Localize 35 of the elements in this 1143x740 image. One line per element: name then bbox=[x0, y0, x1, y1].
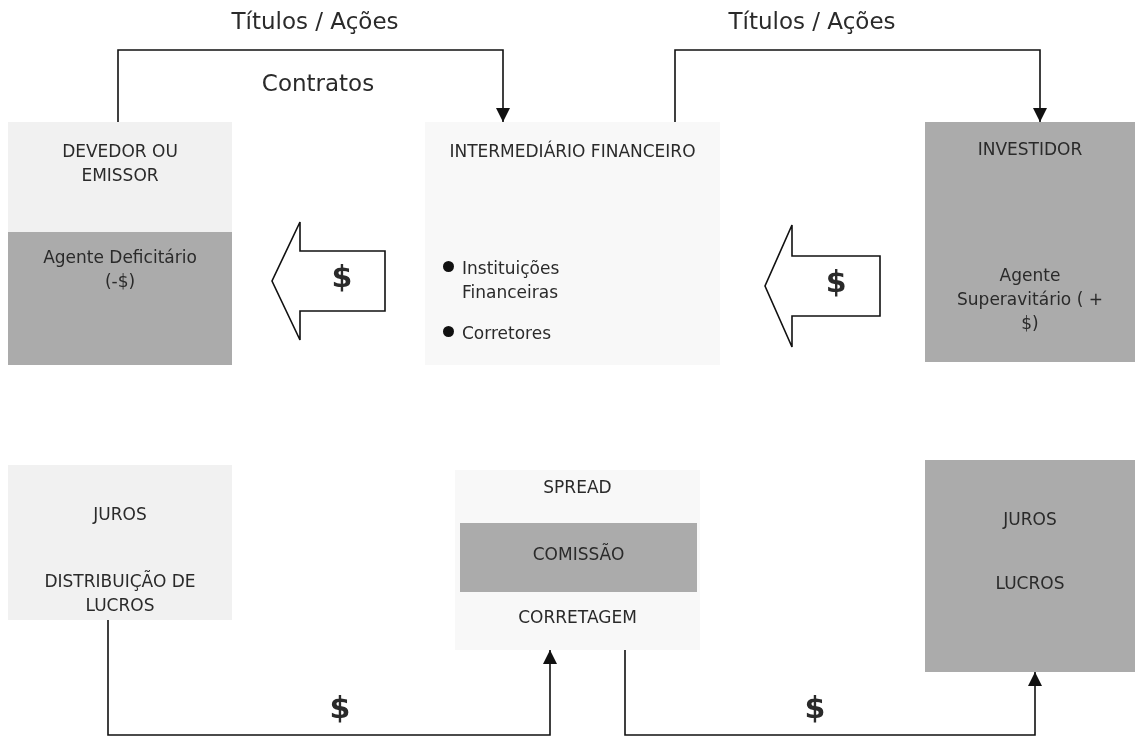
node-title: DEVEDOR OU EMISSOR bbox=[61, 140, 179, 187]
list-item-text: Instituições Financeiras bbox=[462, 257, 561, 304]
list-item-text: Corretores bbox=[462, 322, 553, 345]
connector-arrow bbox=[117, 49, 510, 123]
intermediary-box bbox=[425, 122, 720, 365]
node-title: COMISSÃO bbox=[531, 543, 626, 566]
connector-arrow bbox=[674, 49, 1047, 123]
edge-label: $ bbox=[825, 264, 847, 299]
edge-label: $ bbox=[804, 690, 826, 725]
edge-label: Títulos / Ações bbox=[231, 8, 399, 34]
investor-box bbox=[925, 122, 1135, 362]
edge-label: Títulos / Ações bbox=[728, 8, 896, 34]
node-text: CORRETAGEM bbox=[517, 606, 638, 629]
node-text: LUCROS bbox=[994, 572, 1066, 595]
edge-label: $ bbox=[329, 690, 351, 725]
agent-box bbox=[8, 232, 232, 365]
block-arrow bbox=[271, 221, 386, 341]
node-title: JUROS bbox=[1001, 508, 1058, 531]
entity-box bbox=[8, 122, 232, 365]
node-text: DISTRIBUIÇÃO DE LUCROS bbox=[43, 570, 197, 617]
node-text: Agente Superavitário ( + $) bbox=[956, 264, 1104, 335]
spread-box bbox=[455, 470, 700, 650]
connector-arrow bbox=[107, 619, 557, 736]
block-arrow bbox=[764, 224, 881, 348]
node-title: INTERMEDIÁRIO FINANCEIRO bbox=[448, 140, 697, 163]
return-box bbox=[925, 460, 1135, 672]
node-title: Agente Deficitário (-$) bbox=[42, 246, 198, 293]
flow-label: Contratos bbox=[261, 70, 375, 96]
payment-box bbox=[8, 465, 232, 620]
connector-arrow bbox=[624, 649, 1042, 736]
node-title: SPREAD bbox=[542, 476, 613, 499]
commission-box bbox=[460, 523, 697, 592]
edge-label: $ bbox=[331, 259, 353, 294]
node-title: INVESTIDOR bbox=[976, 138, 1084, 161]
node-title: JUROS bbox=[91, 503, 148, 526]
